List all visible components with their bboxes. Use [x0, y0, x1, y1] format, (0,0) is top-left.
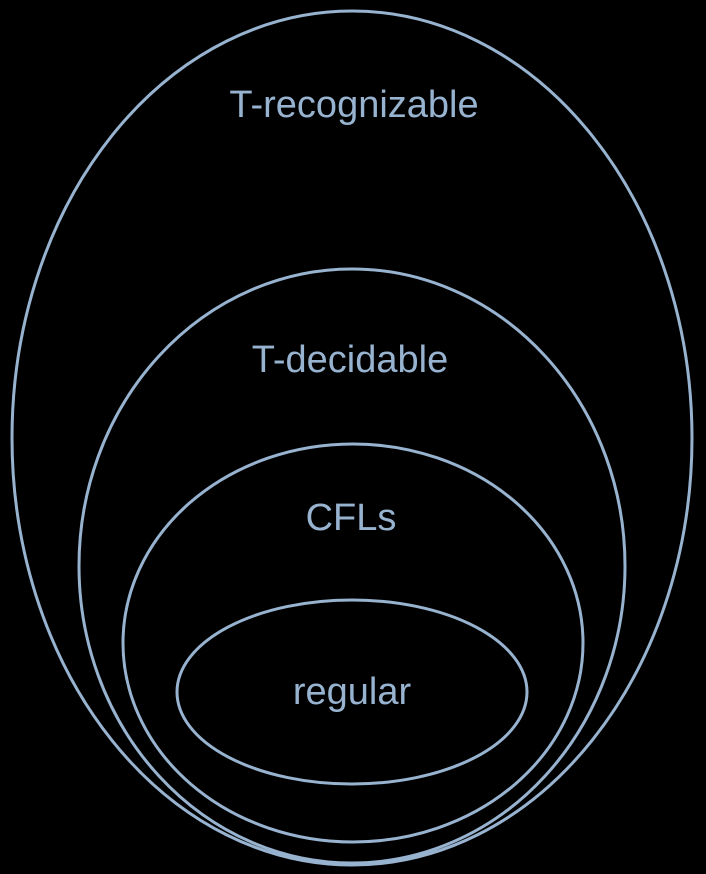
cfls-label: CFLs — [306, 497, 397, 539]
set-t-recognizable: T-recognizable — [10, 9, 694, 867]
set-regular: regular — [175, 598, 529, 786]
set-t-decidable: T-decidable — [77, 267, 627, 865]
cfls-boundary — [121, 442, 585, 844]
regular-boundary — [175, 598, 529, 786]
t-recognizable-label: T-recognizable — [229, 84, 478, 126]
regular-label: regular — [293, 671, 412, 713]
t-decidable-boundary — [77, 267, 627, 865]
t-decidable-label: T-decidable — [252, 339, 448, 381]
t-recognizable-boundary — [10, 9, 694, 867]
set-cfls: CFLs — [121, 442, 585, 844]
